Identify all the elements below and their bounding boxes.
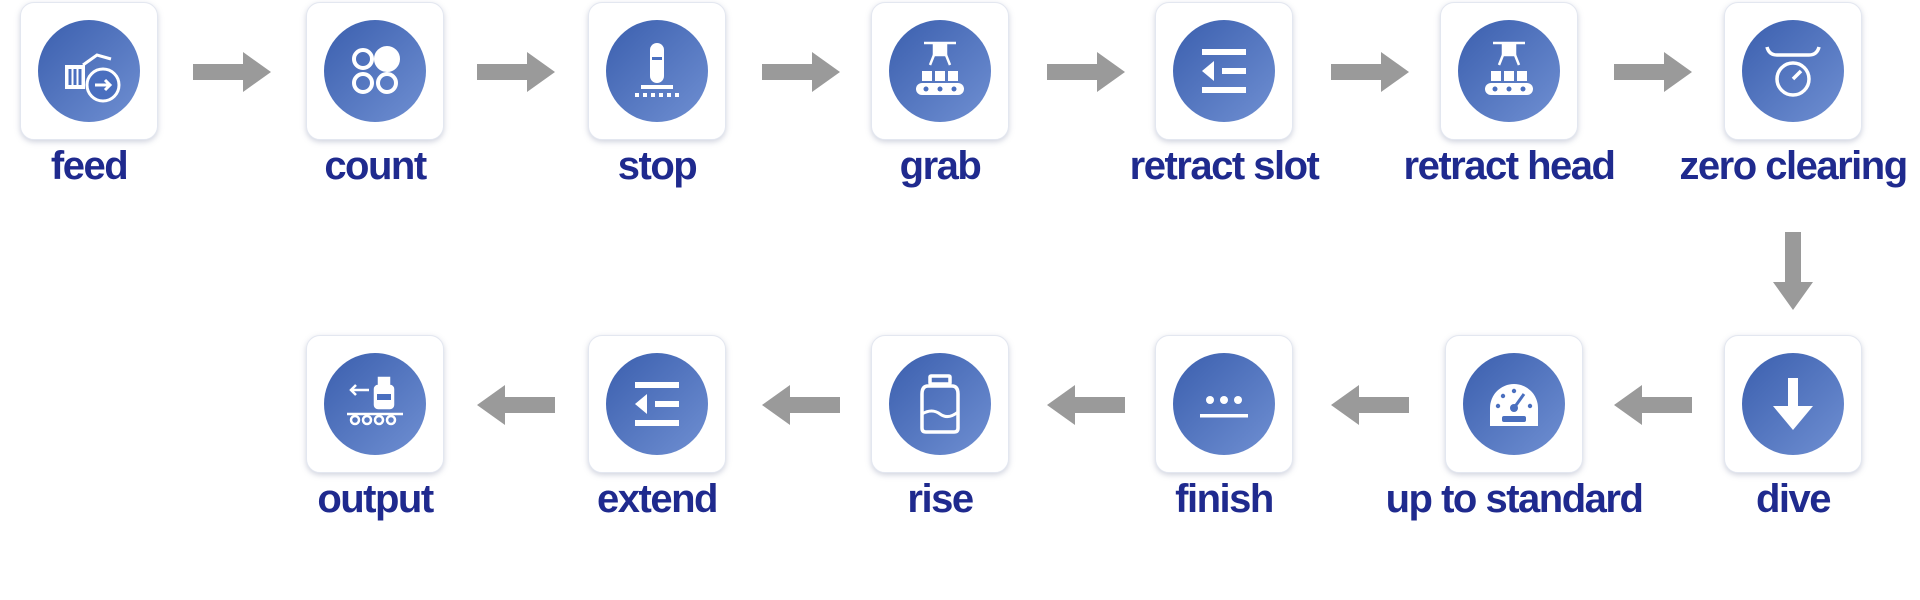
right-arrow-icon bbox=[1331, 52, 1409, 92]
step-label: feed bbox=[50, 144, 129, 188]
retract-slot-icon bbox=[1173, 20, 1275, 122]
feed-tile bbox=[20, 2, 158, 140]
retract-head-icon bbox=[1458, 20, 1560, 122]
grab-icon bbox=[889, 20, 991, 122]
step-label: stop bbox=[617, 144, 698, 188]
step-count: count bbox=[265, 2, 485, 188]
step-grab: grab bbox=[830, 2, 1050, 188]
step-label: grab bbox=[899, 144, 982, 188]
scale-icon bbox=[1742, 20, 1844, 122]
step-label: finish bbox=[1175, 477, 1274, 521]
stop-tile bbox=[588, 2, 726, 140]
left-arrow-icon bbox=[477, 385, 555, 425]
gauge-icon bbox=[1463, 353, 1565, 455]
finish-tile bbox=[1155, 335, 1293, 473]
step-finish: finish bbox=[1114, 335, 1334, 521]
step-label: extend bbox=[597, 477, 718, 521]
bottle-icon bbox=[889, 353, 991, 455]
count-tile bbox=[306, 2, 444, 140]
step-retract-head: retract head bbox=[1399, 2, 1619, 188]
left-arrow-icon bbox=[1331, 385, 1409, 425]
left-arrow-icon bbox=[1614, 385, 1692, 425]
step-extend: extend bbox=[547, 335, 767, 521]
step-zero-clearing: zero clearing bbox=[1679, 2, 1908, 188]
left-arrow-icon bbox=[762, 385, 840, 425]
dive-tile bbox=[1724, 335, 1862, 473]
feed-icon bbox=[38, 20, 140, 122]
step-dive: dive bbox=[1683, 335, 1903, 521]
output-tile bbox=[306, 335, 444, 473]
retract-head-tile bbox=[1440, 2, 1578, 140]
finish-icon bbox=[1173, 353, 1275, 455]
extend-icon bbox=[606, 353, 708, 455]
step-label: retract slot bbox=[1129, 144, 1320, 188]
step-stop: stop bbox=[547, 2, 767, 188]
down-arrow-icon bbox=[1742, 353, 1844, 455]
step-label: zero clearing bbox=[1679, 144, 1908, 188]
down-arrow-connector-icon bbox=[1773, 232, 1813, 310]
step-label: count bbox=[324, 144, 427, 188]
right-arrow-icon bbox=[193, 52, 271, 92]
left-arrow-icon bbox=[1047, 385, 1125, 425]
step-label: up to standard bbox=[1385, 477, 1644, 521]
right-arrow-icon bbox=[1614, 52, 1692, 92]
zero-clearing-tile bbox=[1724, 2, 1862, 140]
output-icon bbox=[324, 353, 426, 455]
step-output: output bbox=[265, 335, 485, 521]
right-arrow-icon bbox=[477, 52, 555, 92]
step-label: retract head bbox=[1403, 144, 1616, 188]
step-feed: feed bbox=[0, 2, 199, 188]
up-to-standard-tile bbox=[1445, 335, 1583, 473]
count-icon bbox=[324, 20, 426, 122]
step-up-to-standard: up to standard bbox=[1386, 335, 1644, 521]
right-arrow-icon bbox=[762, 52, 840, 92]
rise-tile bbox=[871, 335, 1009, 473]
step-label: dive bbox=[1755, 477, 1832, 521]
step-label: output bbox=[317, 477, 434, 521]
step-retract-slot: retract slot bbox=[1114, 2, 1334, 188]
retract-slot-tile bbox=[1155, 2, 1293, 140]
step-label: rise bbox=[907, 477, 974, 521]
grab-tile bbox=[871, 2, 1009, 140]
step-rise: rise bbox=[830, 335, 1050, 521]
stop-icon bbox=[606, 20, 708, 122]
right-arrow-icon bbox=[1047, 52, 1125, 92]
extend-tile bbox=[588, 335, 726, 473]
